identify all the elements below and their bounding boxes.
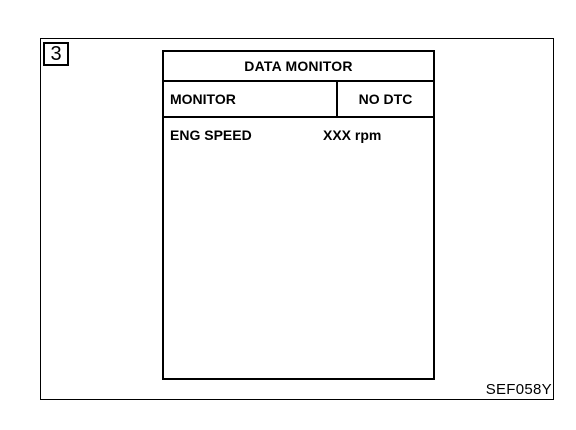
screen-header: MONITOR NO DTC: [164, 82, 433, 118]
monitor-list: ENG SPEED XXX rpm: [164, 118, 433, 144]
figure-code: SEF058Y: [485, 381, 552, 398]
screen-title: DATA MONITOR: [164, 52, 433, 82]
monitor-row-eng-speed: ENG SPEED XXX rpm: [164, 126, 433, 144]
dtc-status-label: NO DTC: [358, 91, 413, 107]
monitor-item-value: XXX rpm: [323, 127, 382, 143]
monitor-item-label: ENG SPEED: [170, 127, 252, 143]
monitor-header-label: MONITOR: [164, 82, 338, 116]
illustration-frame: [40, 38, 554, 400]
step-number-badge: 3: [43, 42, 69, 66]
consult-screen: DATA MONITOR MONITOR NO DTC ENG SPEED XX…: [162, 50, 435, 380]
